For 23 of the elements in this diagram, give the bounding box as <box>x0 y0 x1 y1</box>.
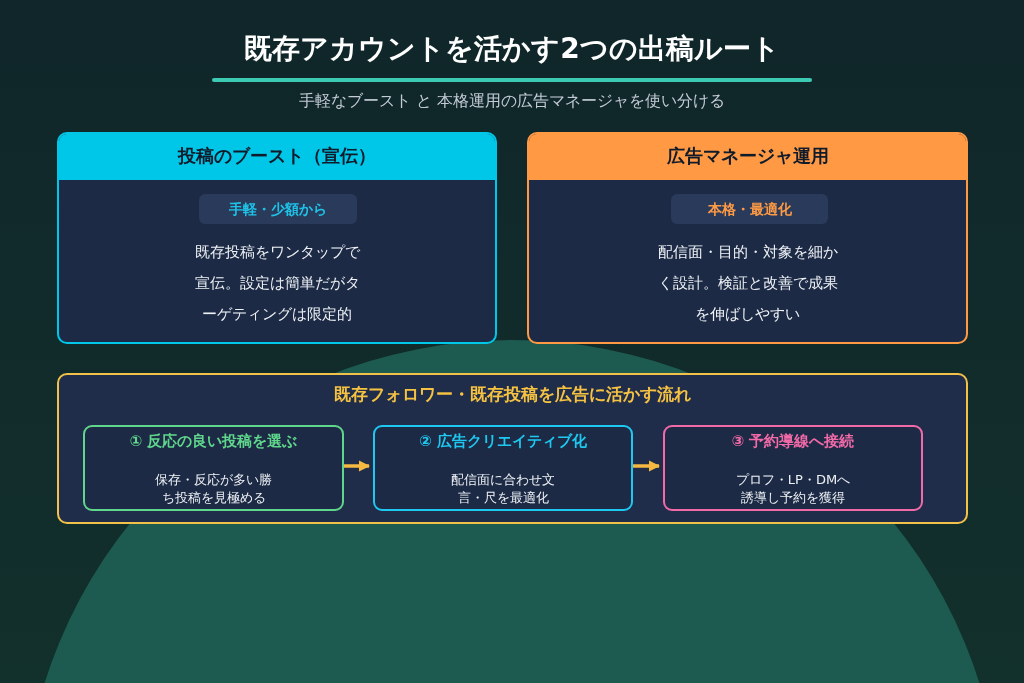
subtitle: 手軽なブースト と 本格運用の広告マネージャを使い分ける <box>297 91 727 112</box>
card-description: 既存投稿をワンタップで宣伝。設定は簡単だがターゲティングは限定的 <box>193 242 361 325</box>
flow-panel <box>57 373 968 524</box>
card-heading: 広告マネージャ運用 <box>529 134 966 180</box>
step-description: プロフ・LP・DMへ誘導し予約を獲得 <box>734 471 852 507</box>
tag-badge: 手軽・少額から <box>199 194 357 224</box>
arrow <box>344 460 371 472</box>
arrow <box>633 460 661 472</box>
page-title: 既存アカウントを活かす2つの出稿ルート <box>243 31 781 67</box>
step-description: 保存・反応が多い勝ち投稿を見極める <box>154 471 273 507</box>
route-card <box>57 132 497 344</box>
step-title: ③ 予約導線へ接続 <box>730 432 856 451</box>
card-description: 配信面・目的・対象を細かく設計。検証と改善で成果を伸ばしやすい <box>656 242 839 325</box>
route-card <box>527 132 968 344</box>
panel-heading: 既存フォロワー・既存投稿を広告に活かす流れ <box>333 383 692 406</box>
step-box <box>83 425 344 511</box>
step-title: ① 反応の良い投稿を選ぶ <box>128 432 299 451</box>
step-description: 配信面に合わせ文言・尺を最適化 <box>450 471 556 507</box>
card-heading: 投稿のブースト（宣伝） <box>59 134 495 180</box>
step-title: ② 広告クリエイティブ化 <box>418 432 588 451</box>
tag-badge: 本格・最適化 <box>671 194 828 224</box>
step-box <box>373 425 633 511</box>
step-box <box>663 425 923 511</box>
